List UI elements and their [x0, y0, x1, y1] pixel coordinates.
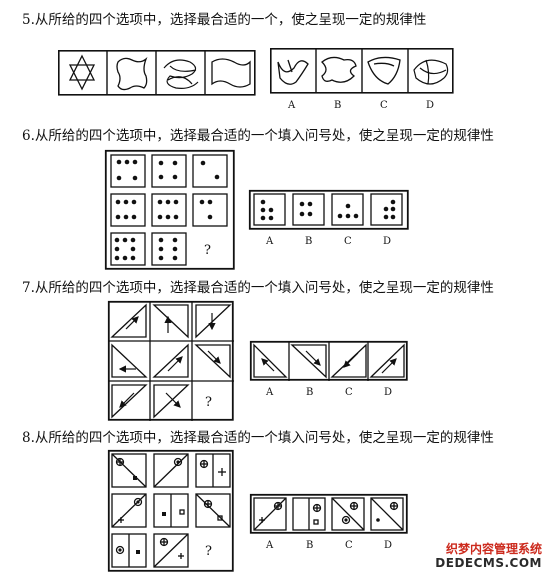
- wavy-square-figure: [116, 56, 148, 91]
- question-6-title: 6.从所给的四个选项中，选择最合适的一个填入问号处，使之呈现一定的规律性: [22, 128, 494, 144]
- option-a-figure: [277, 59, 309, 85]
- q8-matrix: ?: [107, 449, 234, 572]
- q6-option-a-label: A: [266, 236, 274, 247]
- q7-option-d-label: D: [384, 387, 393, 398]
- q5-option-d-label: D: [426, 100, 435, 111]
- q6-option-b-label: B: [305, 236, 313, 247]
- q7-option-a-label: A: [266, 387, 274, 398]
- q6-option-d-label: D: [383, 236, 392, 247]
- question-5-title: 5.从所给的四个选项中，选择最合适的一个，使之呈现一定的规律性: [22, 12, 427, 28]
- q8-matrix-figures: [107, 449, 234, 572]
- option-c-figure: [367, 56, 401, 85]
- q5-options-figures: [270, 48, 454, 94]
- q8-options-figures: [249, 493, 408, 534]
- q8-question-mark: ?: [205, 544, 212, 559]
- q8-options: A B C D: [249, 493, 408, 551]
- q6-option-c-label: C: [344, 236, 352, 247]
- q7-question-mark: ?: [205, 395, 212, 410]
- question-7-title: 7.从所给的四个选项中，选择最合适的一个填入问号处，使之呈现一定的规律性: [22, 280, 494, 296]
- q7-option-c-label: C: [345, 387, 353, 398]
- q5-options: A B C D: [270, 48, 454, 111]
- q6-matrix: ?: [104, 149, 235, 270]
- q7-matrix-figures: [107, 300, 234, 421]
- q5-sequence: [58, 50, 256, 96]
- option-b-figure: [321, 56, 357, 83]
- q6-question-mark: ?: [204, 243, 211, 258]
- q6-matrix-figures: [104, 149, 235, 270]
- option-d-figure: [413, 59, 449, 85]
- q8-option-b-label: B: [306, 540, 314, 551]
- q6-options: A B C D: [248, 189, 409, 247]
- q5-option-c-label: C: [380, 100, 388, 111]
- q5-option-a-label: A: [288, 100, 296, 111]
- q6-options-figures: [248, 189, 409, 230]
- q5-option-b-label: B: [334, 100, 342, 111]
- q7-options-figures: [249, 340, 408, 381]
- star-figure: [68, 54, 96, 91]
- q5-sequence-figures: [58, 50, 256, 96]
- watermark-title: 织梦内容管理系统: [445, 542, 542, 556]
- tangle-figure: [163, 59, 199, 89]
- q8-option-d-label: D: [384, 540, 393, 551]
- q8-option-a-label: A: [266, 540, 274, 551]
- wave-rect-figure: [211, 58, 251, 88]
- q8-option-c-label: C: [345, 540, 353, 551]
- watermark-url: DEDECMS.COM: [435, 556, 542, 570]
- q7-option-b-label: B: [306, 387, 314, 398]
- q7-matrix: ?: [107, 300, 234, 421]
- q7-options: A B C D: [249, 340, 408, 398]
- question-8-title: 8.从所给的四个选项中，选择最合适的一个填入问号处，使之呈现一定的规律性: [22, 430, 494, 446]
